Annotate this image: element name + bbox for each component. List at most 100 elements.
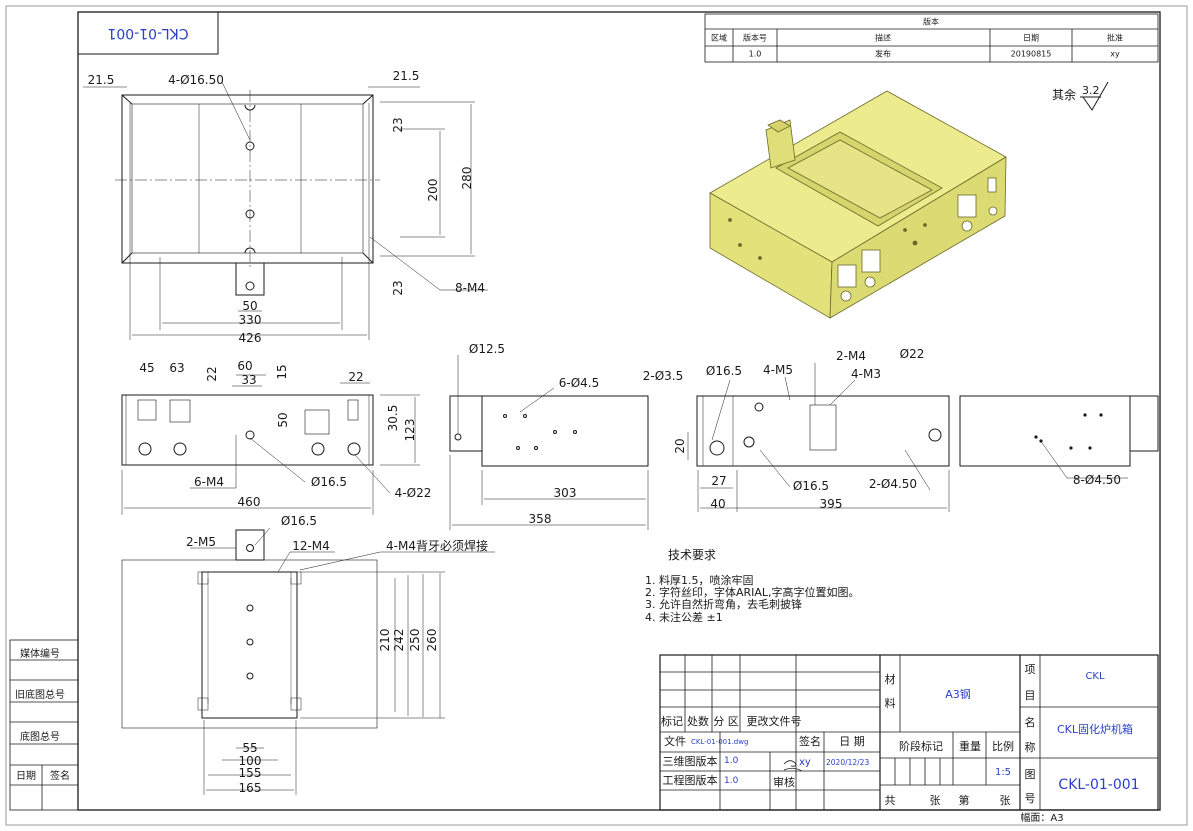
tb-scale-label: 比例: [992, 739, 1014, 753]
tb-signer: xy: [799, 757, 811, 768]
tb-3d-value: 1.0: [724, 756, 739, 766]
right-view: [959, 395, 1159, 479]
dim-front-12: Ø16.5: [311, 475, 347, 489]
dim-rear-4: 2-M4: [836, 349, 866, 363]
dim-top-5: 200: [426, 179, 440, 202]
dim-side-1: Ø12.5: [469, 342, 505, 356]
tb-change-header: 更改文件号: [747, 714, 802, 728]
tb-sheet-unit1: 张: [930, 794, 941, 807]
rev-header-area: 区域: [711, 33, 727, 43]
dim-bottom-10: 100: [239, 754, 262, 768]
dim-top-10: 330: [239, 313, 262, 327]
rev-version: 1.0: [749, 50, 762, 59]
tech-req-item-1: 1. 料厚1.5，喷涂牢固: [645, 573, 754, 587]
revision-block: [704, 13, 1159, 63]
dim-bottom-6: 242: [392, 629, 406, 652]
dim-bottom-1: Ø16.5: [281, 514, 317, 528]
dim-front-13: 4-Ø22: [395, 486, 432, 500]
dim-side-4: 358: [529, 512, 552, 526]
rotated-drawing-number: CKL-01-001: [107, 25, 188, 41]
tb-sheet-no: 第: [959, 793, 970, 807]
right-view-holes: [1034, 413, 1103, 450]
side-view: [449, 355, 649, 530]
tb-date-label: 日 期: [839, 735, 865, 748]
tb-eng-value: 1.0: [724, 776, 739, 786]
tech-req-item-2: 2. 字符丝印，字体ARIAL,字高字位置如图。: [645, 585, 860, 599]
tb-zone-header: 分 区: [713, 715, 739, 728]
dim-top-1: 21.5: [88, 73, 115, 87]
roughness-symbol: 其余 3.2: [1052, 81, 1109, 111]
dim-top-7: 23: [391, 280, 405, 295]
dim-front-8: 50: [276, 412, 290, 427]
rev-header-version: 版本号: [743, 33, 767, 43]
tb-review-label: 审核: [773, 775, 795, 789]
tb-project-label-2: 目: [1025, 689, 1036, 702]
tb-stage-label: 阶段标记: [899, 739, 943, 753]
dim-front-3: 22: [205, 366, 219, 381]
dim-front-4: 60: [237, 359, 252, 373]
bottom-view: [121, 527, 495, 795]
dim-front-1: 45: [139, 361, 154, 375]
dim-rear-2: Ø16.5: [706, 364, 742, 378]
dim-side-3: 303: [554, 486, 577, 500]
rev-header-approve: 批准: [1107, 33, 1123, 43]
revision-title: 版本: [923, 17, 939, 27]
dim-rear-8: 27: [711, 474, 726, 488]
inner-border: [77, 11, 1161, 811]
tb-name: CKL固化炉机箱: [1057, 722, 1133, 736]
stamp-media-no: 媒体编号: [20, 647, 60, 660]
tb-name-label-1: 名: [1025, 715, 1036, 729]
tech-req-item-4: 4. 未注公差 ±1: [645, 610, 723, 624]
rev-header-desc: 描述: [875, 33, 891, 43]
dim-rear-12: 395: [820, 497, 843, 511]
tb-sign-label: 签名: [799, 734, 821, 748]
left-stamp-table: [9, 639, 79, 811]
stamp-sign: 签名: [50, 769, 70, 782]
signature-mark: [783, 760, 803, 772]
dim-bottom-11: 155: [239, 766, 262, 780]
dim-top-6: 280: [460, 167, 474, 190]
dim-bottom-5: 210: [378, 629, 392, 652]
stamp-date: 日期: [16, 770, 36, 782]
dim-rear-9: Ø16.5: [793, 479, 829, 493]
dim-top-2: 4-Ø16.50: [168, 73, 224, 87]
dim-top-8: 8-M4: [455, 281, 485, 295]
stamp-old-base-no: 旧底图总号: [15, 688, 65, 701]
tb-3d-label: 三维图版本: [663, 754, 718, 768]
dim-front-10: 123: [403, 419, 417, 442]
rev-date: 20190815: [1011, 50, 1052, 59]
roughness-value: 3.2: [1082, 84, 1100, 97]
dim-rear-10: 2-Ø4.50: [869, 477, 917, 491]
dim-right-1: 8-Ø4.50: [1073, 473, 1121, 487]
tb-material-label-1: 材: [885, 672, 896, 686]
tech-req-title: 技术要求: [668, 548, 716, 562]
dim-rear-1: 2-Ø3.5: [643, 369, 684, 383]
top-view: [83, 81, 488, 340]
tb-file-label: 文件: [664, 734, 686, 748]
dim-top-4: 23: [391, 117, 405, 132]
tb-drawing-label-1: 图: [1025, 768, 1036, 781]
rotated-number-box: CKL-01-001: [77, 11, 219, 55]
roughness-prefix: 其余: [1052, 87, 1076, 102]
dim-top-9: 50: [242, 299, 257, 313]
dim-front-9: 30.5: [386, 405, 400, 432]
tb-name-label-2: 称: [1025, 740, 1036, 754]
tb-drawing-no: CKL-01-001: [1058, 777, 1139, 793]
dim-bottom-4: 4-M4背牙必须焊接: [386, 538, 488, 553]
dim-bottom-9: 55: [242, 741, 257, 755]
dim-bottom-12: 165: [239, 781, 262, 795]
rev-approver: xy: [1110, 50, 1120, 59]
dim-rear-11: 40: [710, 497, 725, 511]
dim-rear-3: 4-M5: [763, 363, 793, 377]
rear-view: [687, 363, 950, 512]
dim-bottom-2: 2-M5: [186, 535, 216, 549]
isometric-model: [709, 90, 1007, 319]
title-block-grid: [659, 654, 1159, 811]
dim-bottom-8: 260: [425, 629, 439, 652]
tb-sheet-total: 共: [885, 794, 896, 807]
tb-weight-label: 重量: [959, 739, 981, 753]
tb-scale: 1:5: [995, 767, 1011, 778]
dim-side-2: 6-Ø4.5: [559, 376, 600, 390]
